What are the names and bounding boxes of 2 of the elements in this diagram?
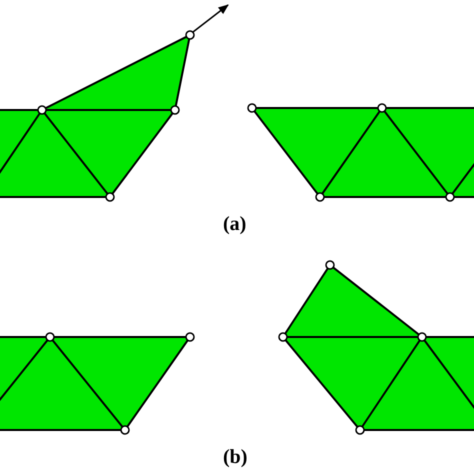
figure-label: (b) <box>223 446 248 468</box>
figure-label: (a) <box>223 213 246 235</box>
